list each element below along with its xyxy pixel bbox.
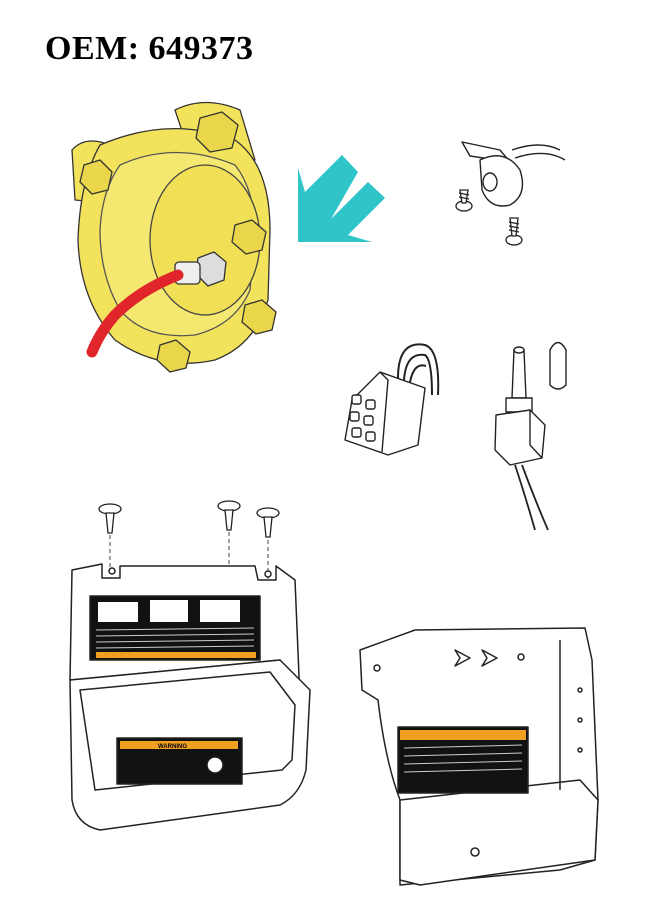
toggle-switch-icon (494, 346, 549, 531)
screw-icon (505, 217, 523, 246)
solenoid-icon (71, 101, 277, 373)
wire-connector-icon (344, 343, 440, 456)
push-rivet-icon (256, 507, 280, 538)
micro-switch-icon (461, 141, 566, 207)
red-cable (86, 269, 184, 358)
part-number-title: OEM: 649373 (45, 30, 254, 67)
push-rivet-icon (98, 503, 122, 534)
push-rivet-icon (217, 500, 241, 531)
screw-icon (455, 189, 473, 212)
rubber-boot-icon (549, 341, 567, 390)
bracket-panel-icon (359, 627, 599, 886)
pointer-arrow-icon (298, 155, 385, 242)
bracket-panel-icon (69, 563, 311, 831)
warning-decal-label: WARNING (158, 744, 187, 750)
